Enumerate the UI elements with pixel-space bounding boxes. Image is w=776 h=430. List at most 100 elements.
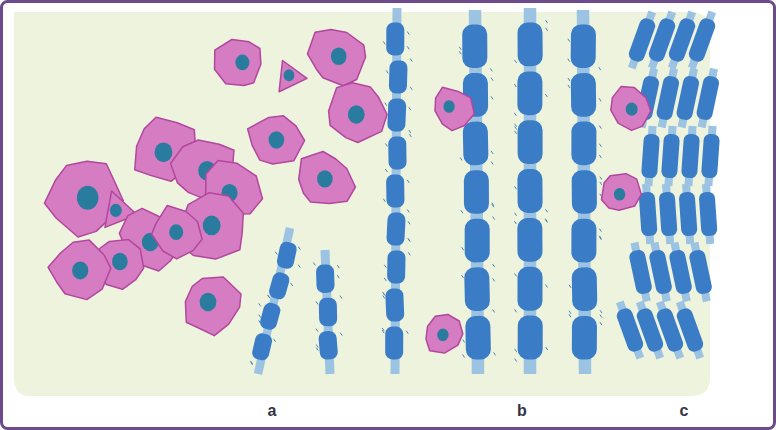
cell-nucleus bbox=[203, 216, 221, 236]
cardiomyocyte bbox=[389, 60, 408, 94]
stem-cell bbox=[279, 61, 307, 92]
cardiomyocyte bbox=[517, 22, 542, 66]
fibril-mark bbox=[316, 329, 318, 332]
fibril-mark bbox=[514, 84, 516, 87]
fibril-mark bbox=[408, 239, 410, 242]
fibril-mark bbox=[493, 264, 495, 267]
fibril-mark bbox=[460, 157, 462, 160]
fibril-mark bbox=[545, 219, 547, 222]
fibril-mark bbox=[407, 46, 409, 49]
cardiomyocyte bbox=[639, 191, 658, 236]
fibril-mark bbox=[515, 359, 517, 362]
cardiomyocyte bbox=[464, 170, 489, 214]
fibril-mark bbox=[493, 309, 495, 312]
fibril-mark bbox=[384, 265, 386, 268]
fibril-mark bbox=[514, 221, 516, 224]
stem-cell bbox=[152, 206, 202, 259]
fibril-mark bbox=[490, 68, 492, 71]
stem-cell bbox=[611, 86, 651, 130]
fibril-mark bbox=[546, 209, 548, 212]
cell-nucleus bbox=[348, 105, 365, 124]
fibril-mark bbox=[459, 47, 461, 50]
fibril-mark bbox=[599, 67, 601, 70]
fibril-mark bbox=[383, 199, 385, 202]
stem-cell bbox=[602, 174, 642, 211]
fibril-mark bbox=[385, 169, 387, 172]
fibril-mark bbox=[291, 283, 293, 286]
cell-nucleus bbox=[155, 142, 173, 162]
fibril-mark bbox=[407, 32, 409, 35]
fibril-mark bbox=[599, 144, 601, 147]
cardiomyocyte bbox=[675, 307, 705, 354]
fibril-mark bbox=[385, 143, 387, 146]
fibril-mark bbox=[600, 177, 602, 180]
cardiomyocyte bbox=[571, 73, 596, 117]
fibril-mark bbox=[515, 60, 517, 63]
fibril-mark bbox=[515, 186, 517, 189]
fibril-mark bbox=[546, 28, 548, 31]
fibril-mark bbox=[406, 331, 408, 334]
fibril-mark bbox=[382, 330, 384, 333]
fibril-mark bbox=[599, 155, 601, 158]
cardiomyocyte bbox=[668, 249, 693, 295]
fibril-mark bbox=[408, 221, 410, 224]
fibril-mark bbox=[384, 278, 386, 281]
fibril-mark bbox=[463, 339, 465, 342]
cardiomyocyte bbox=[572, 267, 598, 311]
fibril-mark bbox=[515, 349, 517, 352]
cardiomyocyte bbox=[517, 218, 542, 262]
fibril-mark bbox=[491, 151, 493, 154]
fibril-mark bbox=[462, 275, 464, 278]
fibril-mark bbox=[569, 314, 571, 317]
fibril-mark bbox=[599, 126, 601, 129]
stem-cell bbox=[308, 29, 366, 85]
cardiomyocyte bbox=[386, 212, 406, 246]
panel-letter: b bbox=[517, 402, 527, 420]
stem-cell bbox=[48, 240, 111, 300]
fibril-mark bbox=[599, 236, 601, 239]
fibril-mark bbox=[515, 126, 517, 129]
fibril-mark bbox=[491, 162, 493, 165]
cardiomyocyte bbox=[572, 170, 597, 214]
fibril-mark bbox=[569, 311, 571, 314]
cell-nucleus bbox=[437, 329, 448, 342]
cardiomyocyte bbox=[387, 250, 406, 283]
stem-cell bbox=[426, 315, 463, 354]
cardiomyocyte bbox=[462, 24, 487, 68]
stem-cell bbox=[185, 277, 241, 336]
fibril-mark bbox=[407, 209, 409, 212]
fibril-mark bbox=[568, 85, 570, 88]
fibril-mark bbox=[568, 59, 570, 62]
fibril-mark bbox=[337, 275, 339, 278]
cell-nucleus bbox=[110, 204, 122, 217]
stem-cell bbox=[215, 40, 261, 86]
fibril-mark bbox=[515, 213, 517, 216]
panel-letter: c bbox=[680, 402, 689, 420]
cell-nucleus bbox=[169, 224, 183, 240]
cardiomyocyte bbox=[465, 219, 490, 263]
cardiomyocyte bbox=[385, 288, 404, 322]
cardiomyocyte bbox=[641, 133, 660, 178]
cell-nucleus bbox=[614, 188, 625, 201]
fibril-mark bbox=[515, 273, 517, 276]
fibril-mark bbox=[491, 78, 493, 81]
fibril-mark bbox=[298, 247, 300, 250]
fibril-mark bbox=[599, 98, 601, 101]
fibril-mark bbox=[492, 203, 494, 206]
panel-letter: a bbox=[268, 402, 277, 420]
fibril-mark bbox=[568, 78, 570, 81]
fibril-mark bbox=[462, 247, 464, 250]
cell-nucleus bbox=[200, 293, 217, 312]
fibril-mark bbox=[515, 131, 517, 134]
fibril-mark bbox=[337, 265, 339, 268]
cell-nucleus bbox=[112, 253, 128, 270]
stem-cell bbox=[329, 83, 388, 143]
fibril-mark bbox=[568, 39, 570, 42]
fibril-mark bbox=[493, 217, 495, 220]
cardiomyocyte bbox=[316, 264, 335, 293]
cardiomyocyte bbox=[701, 133, 720, 178]
cardiomyocyte bbox=[659, 191, 678, 236]
fibril-mark bbox=[546, 20, 548, 23]
